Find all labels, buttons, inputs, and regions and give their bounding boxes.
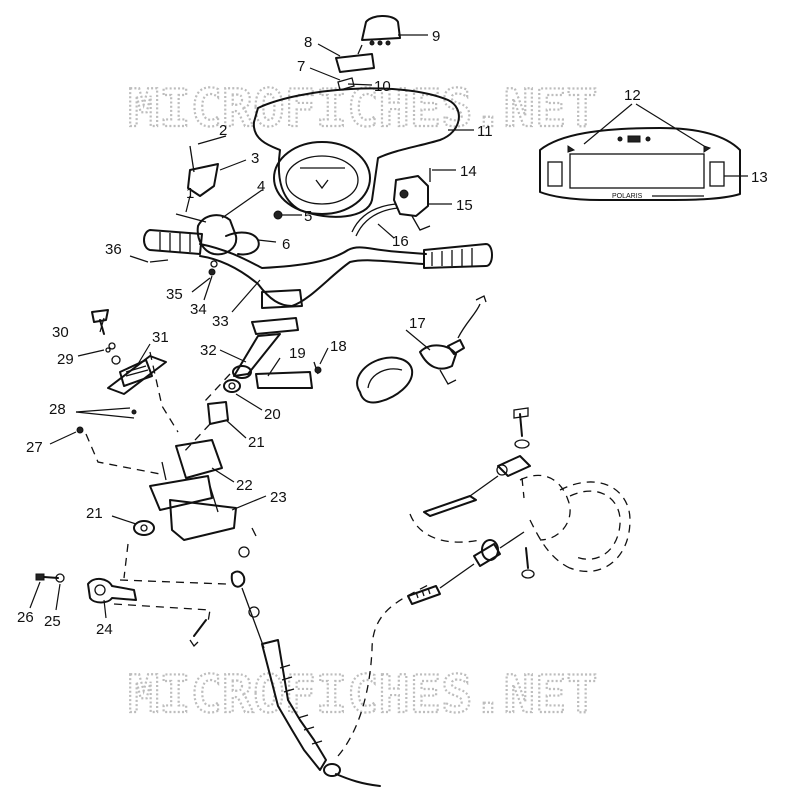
- callout-33: 33: [212, 313, 229, 330]
- callout-20: 20: [264, 406, 281, 423]
- callout-8: 8: [304, 34, 312, 51]
- cap-assembly: [335, 15, 401, 91]
- callout-3: 3: [251, 150, 259, 167]
- callout-19: 19: [289, 345, 306, 362]
- callout-6: 6: [282, 236, 290, 253]
- callout-31: 31: [152, 329, 169, 346]
- callout-11: 11: [477, 123, 493, 140]
- carburetor-linkage: [407, 407, 631, 605]
- callout-32: 32: [200, 342, 217, 359]
- callout-36: 36: [105, 241, 122, 258]
- callout-27: 27: [26, 439, 43, 456]
- callout-10: 10: [374, 78, 391, 95]
- leader-lines: [29, 34, 748, 619]
- lower-arm: [35, 543, 227, 648]
- bracket: [255, 361, 322, 389]
- callout-30: 30: [52, 324, 69, 341]
- callout-29: 29: [57, 351, 74, 368]
- panel-brand-label: POLARIS: [612, 193, 643, 200]
- callout-9: 9: [432, 28, 440, 45]
- callout-14: 14: [460, 163, 477, 180]
- callout-17: 17: [409, 315, 426, 332]
- switch-assembly: [351, 168, 431, 237]
- callout-5: 5: [304, 208, 312, 225]
- callout-26: 26: [17, 609, 34, 626]
- callout-7: 7: [297, 58, 305, 75]
- throttle-housing: [149, 145, 283, 276]
- callout-22: 22: [236, 477, 253, 494]
- safety-tether: [356, 295, 487, 404]
- steering-post: [133, 333, 281, 541]
- callout-4: 4: [257, 178, 265, 195]
- callout-21-lower: 21: [86, 505, 103, 522]
- watermark-bottom: MICROFICHES.NET: [128, 665, 598, 725]
- callout-18: 18: [330, 338, 347, 355]
- callout-16: 16: [392, 233, 409, 250]
- throttle-cable: [230, 527, 431, 787]
- callout-2: 2: [219, 122, 227, 139]
- instrument-panel: POLARIS: [539, 127, 741, 201]
- callout-34: 34: [190, 301, 207, 318]
- callout-28: 28: [49, 401, 66, 418]
- callout-12: 12: [624, 87, 641, 104]
- callout-23: 23: [270, 489, 287, 506]
- callout-15: 15: [456, 197, 473, 214]
- callout-21-upper: 21: [248, 434, 265, 451]
- callout-1: 1: [186, 185, 194, 202]
- callout-24: 24: [96, 621, 113, 638]
- callout-35: 35: [166, 286, 183, 303]
- callout-25: 25: [44, 613, 61, 630]
- handlebar: [143, 229, 493, 335]
- callout-13: 13: [751, 169, 768, 186]
- callout-labels: 1 2 3 4 5 6 7 8 9 10 11 12 13 14 15 16 1…: [17, 28, 768, 638]
- handlebar-cover: [252, 87, 460, 218]
